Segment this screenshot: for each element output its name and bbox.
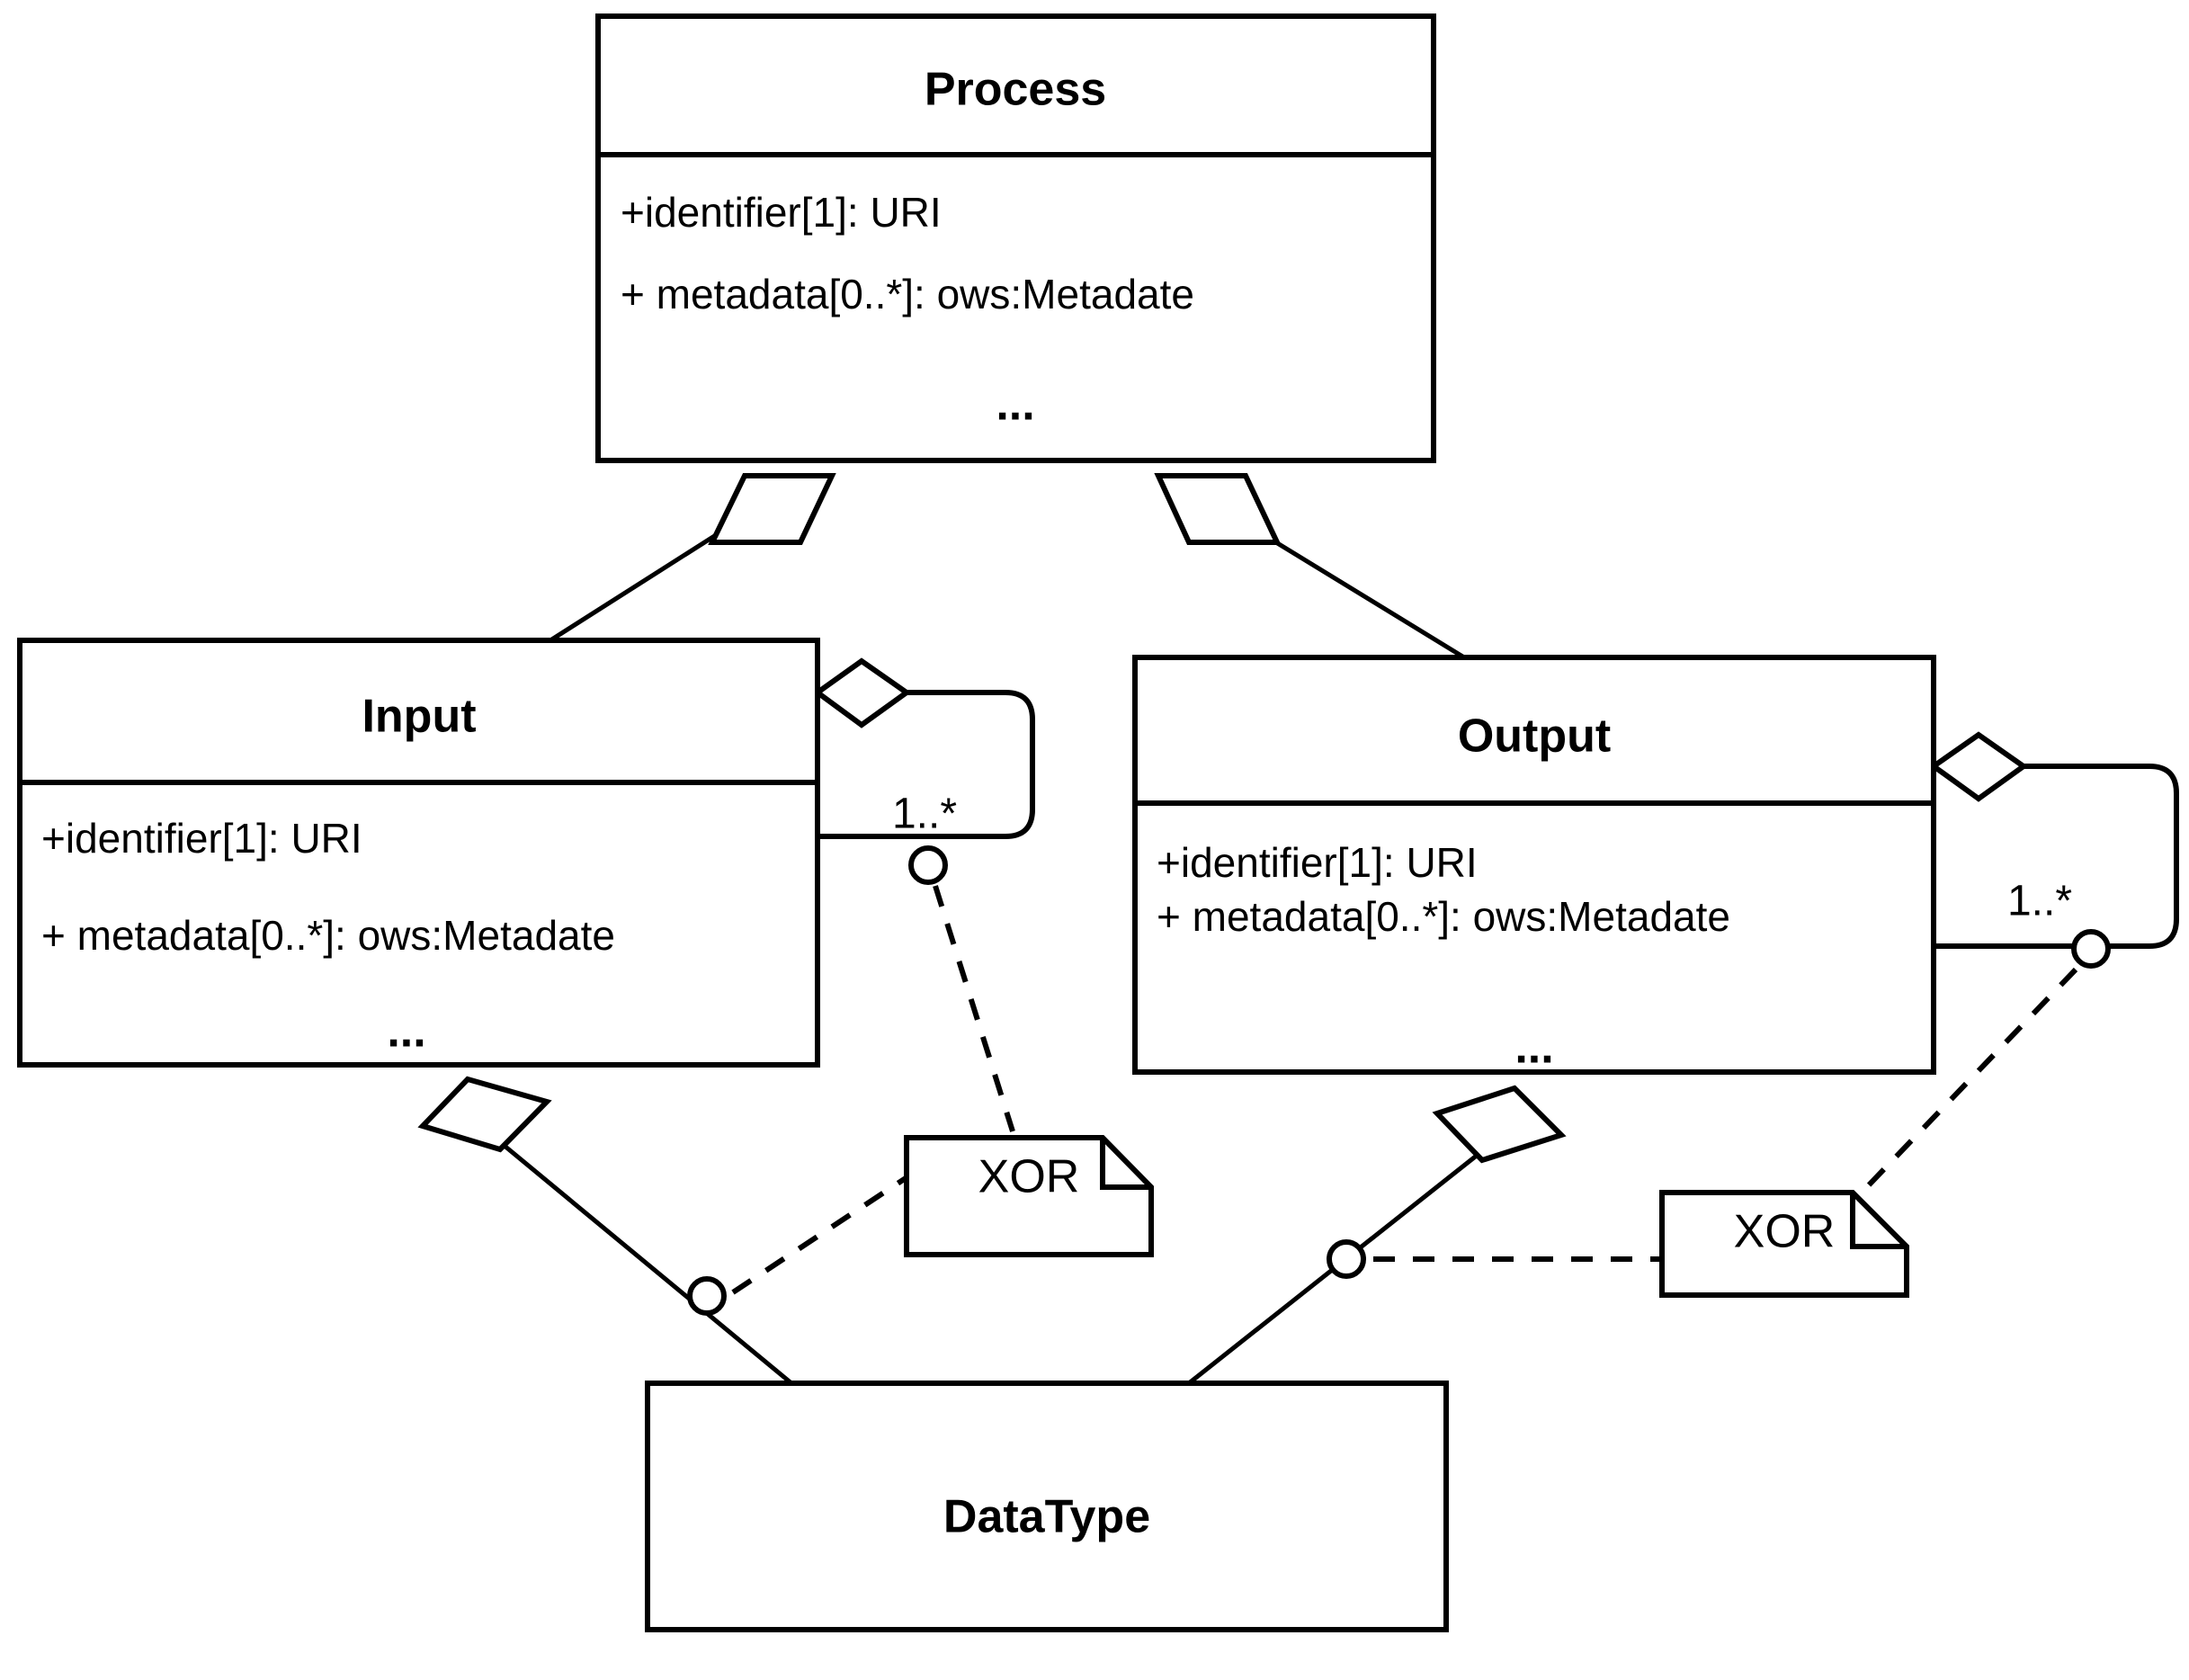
class-ellipsis: ... (996, 379, 1034, 431)
aggregation-diamond-output-datatype (1432, 1085, 1567, 1164)
note-label-xor-input: XOR (978, 1151, 1080, 1203)
class-attribute: + metadata[0..*]: ows:Metadate (621, 271, 1194, 317)
class-name-datatype: DataType (943, 1491, 1150, 1543)
class-attribute: +identifier[1]: URI (621, 189, 942, 236)
xor-anchor-input-datatype (687, 1276, 727, 1316)
class-ellipsis: ... (387, 1005, 425, 1058)
class-ellipsis: ... (1514, 1022, 1553, 1074)
class-name-output: Output (1458, 710, 1611, 763)
class-name-process: Process (925, 64, 1106, 116)
note-xor-input[interactable]: XOR (904, 1135, 1154, 1257)
aggregation-diamond-input-datatype (417, 1076, 552, 1153)
constraint-input-datatype-to-xor (731, 1174, 910, 1295)
class-box-process[interactable]: Process +identifier[1]: URI + metadata[0… (595, 13, 1436, 463)
note-label-xor-output: XOR (1734, 1206, 1836, 1258)
xor-anchor-output-datatype (1327, 1239, 1366, 1279)
multiplicity-output-self: 1..* (2007, 878, 2072, 925)
note-xor-output[interactable]: XOR (1659, 1190, 1909, 1298)
xor-anchor-output-self (2071, 929, 2111, 969)
aggregation-diamond-output-self (1928, 731, 2029, 802)
class-name-input: Input (362, 691, 476, 743)
constraint-output-self-to-xor (1859, 967, 2078, 1195)
aggregation-diamond-process-input (708, 473, 836, 545)
link-output-self-loop (1934, 764, 2179, 949)
class-attribute: + metadata[0..*]: ows:Metadate (41, 912, 615, 959)
multiplicity-input-self: 1..* (892, 791, 957, 838)
link-input-self-loop (818, 690, 1035, 839)
class-attribute: + metadata[0..*]: ows:Metadate (1157, 893, 1730, 940)
xor-anchor-input-self (908, 845, 948, 885)
class-box-output[interactable]: Output +identifier[1]: URI + metadata[0.… (1132, 655, 1936, 1075)
aggregation-diamond-process-output (1154, 473, 1282, 545)
class-box-datatype[interactable]: DataType (645, 1381, 1449, 1632)
class-box-input[interactable]: Input +identifier[1]: URI + metadata[0..… (17, 638, 820, 1068)
class-attribute: +identifier[1]: URI (1157, 839, 1478, 886)
aggregation-diamond-input-self (812, 657, 912, 728)
link-input-datatype (498, 1140, 793, 1385)
constraint-input-self-to-xor (933, 885, 1015, 1132)
class-attribute: +identifier[1]: URI (41, 815, 362, 862)
